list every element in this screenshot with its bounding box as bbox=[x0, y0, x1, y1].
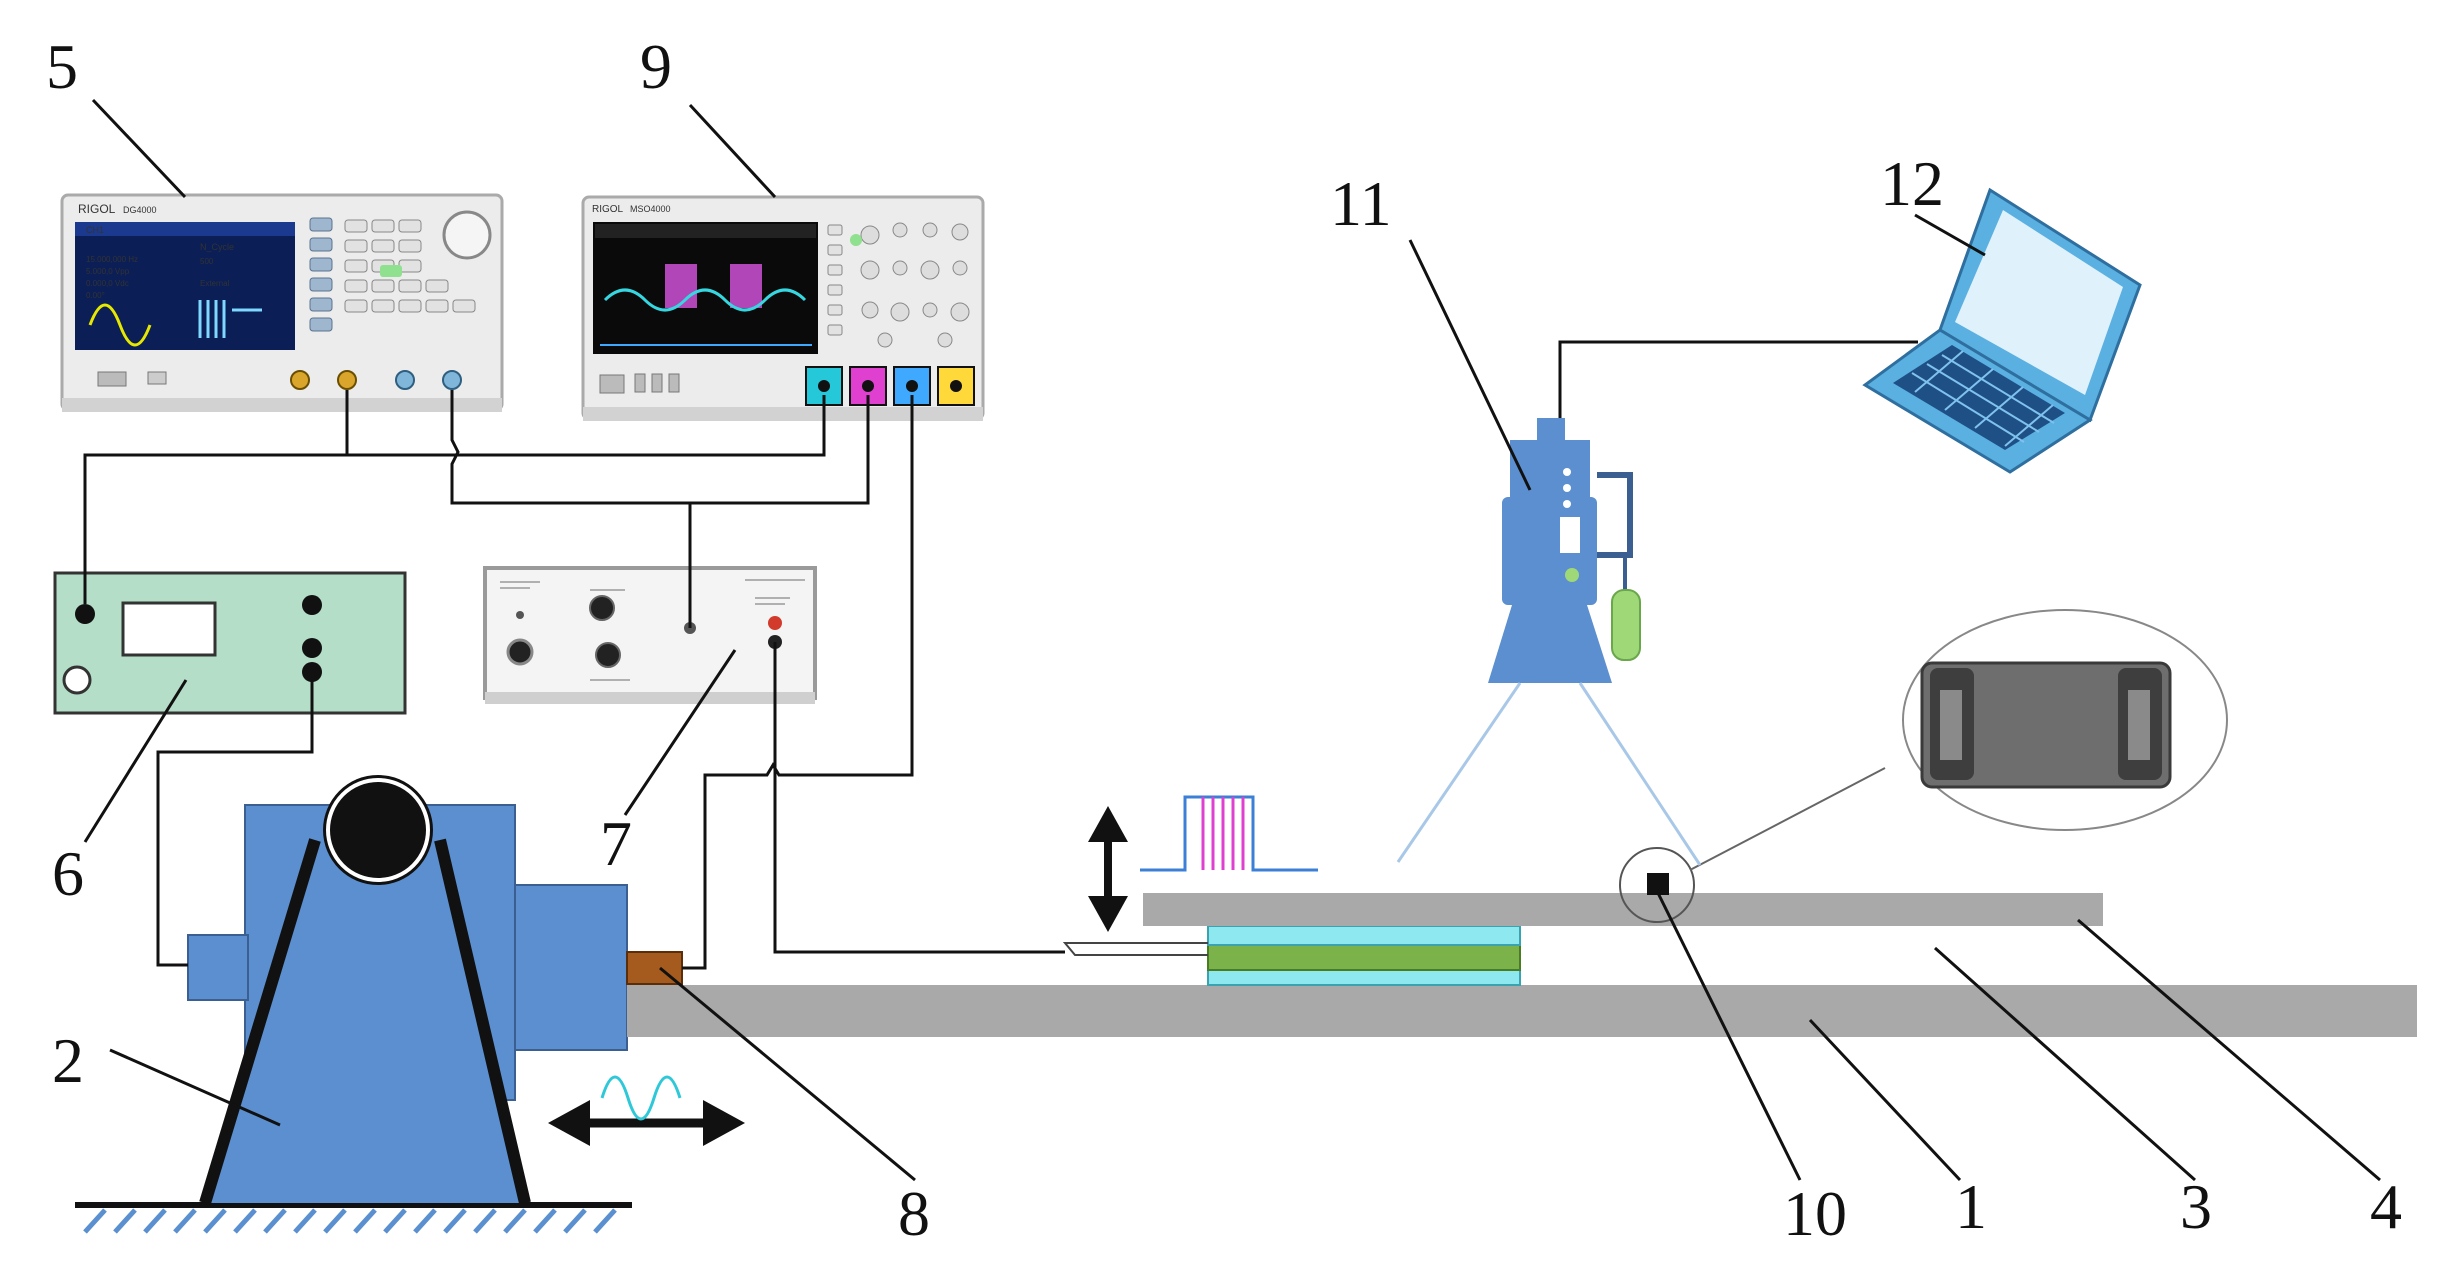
leader-3 bbox=[1934, 946, 2196, 1182]
ground bbox=[75, 1202, 632, 1234]
pulse-signal bbox=[1088, 795, 1318, 932]
scope-brand: RIGOL bbox=[592, 204, 624, 215]
label-6: 6 bbox=[52, 838, 84, 909]
leader-5 bbox=[91, 98, 187, 199]
camera-cable bbox=[1558, 340, 1918, 418]
leader-9 bbox=[688, 103, 777, 199]
camera bbox=[1396, 418, 1702, 866]
label-10: 10 bbox=[1783, 1178, 1847, 1249]
leader-2 bbox=[109, 1048, 281, 1127]
shaker bbox=[187, 775, 628, 1205]
generator-channel: CH1 bbox=[86, 225, 104, 235]
generator-brand: RIGOL bbox=[78, 202, 116, 216]
generator-offset: 0.000,0 Vdc bbox=[86, 279, 129, 288]
chip-circle bbox=[1619, 847, 1695, 923]
excitation-arrow bbox=[548, 1075, 745, 1146]
generator-model: DG4000 bbox=[123, 205, 157, 215]
leader-12 bbox=[1914, 213, 1986, 257]
laptop bbox=[1862, 187, 2142, 474]
wires bbox=[83, 390, 1065, 970]
specimen-top-cyan-layer bbox=[1207, 925, 1521, 946]
leader-6 bbox=[83, 679, 188, 843]
leader-4 bbox=[2077, 918, 2381, 1182]
oscilloscope: RIGOL MSO4000 bbox=[581, 195, 985, 421]
generator-mode: N_Cycle bbox=[200, 242, 234, 252]
piezo-lead bbox=[1062, 942, 1208, 956]
label-12: 12 bbox=[1880, 148, 1944, 219]
generator-cycles: 500 bbox=[200, 257, 214, 266]
label-2: 2 bbox=[52, 1025, 84, 1096]
label-9: 9 bbox=[640, 31, 672, 102]
specimen-green-layer bbox=[1207, 944, 1521, 971]
piezo-driver bbox=[483, 566, 817, 704]
generator-source: External bbox=[200, 279, 230, 288]
leader-11 bbox=[1408, 239, 1532, 491]
label-5: 5 bbox=[46, 31, 78, 102]
leader-10 bbox=[1656, 892, 1802, 1181]
leader-1 bbox=[1808, 1018, 1962, 1182]
leader-8 bbox=[659, 966, 916, 1182]
scope-model: MSO4000 bbox=[630, 204, 671, 214]
label-7: 7 bbox=[600, 808, 632, 879]
label-3: 3 bbox=[2180, 1171, 2212, 1242]
specimen-bottom-cyan-layer bbox=[1207, 969, 1521, 986]
base-beam bbox=[627, 985, 2417, 1037]
generator-freq: 15.000,000 Hz bbox=[86, 255, 138, 264]
generator-amp: 5.000,0 Vpp bbox=[86, 267, 130, 276]
chip-marker bbox=[1647, 873, 1669, 895]
label-4: 4 bbox=[2370, 1171, 2402, 1242]
label-8: 8 bbox=[898, 1178, 930, 1249]
function-generator: RIGOL DG4000 CH1 N_Cycle 15.000,000 Hz 5… bbox=[60, 193, 504, 412]
chip-image bbox=[1920, 661, 2172, 789]
power-amplifier bbox=[53, 571, 407, 715]
leader-7 bbox=[623, 649, 737, 816]
label-11: 11 bbox=[1330, 168, 1392, 239]
leader-lines bbox=[83, 98, 2381, 1182]
generator-phase: 0.00° bbox=[86, 291, 105, 300]
label-1: 1 bbox=[1955, 1171, 1987, 1242]
